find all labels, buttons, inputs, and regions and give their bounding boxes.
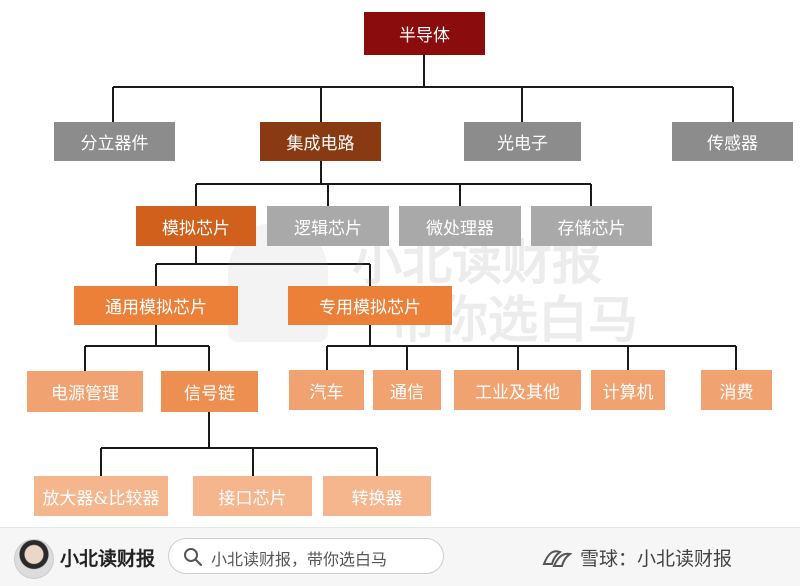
node-communication: 通信 (373, 370, 441, 410)
connector-lines (84, 55, 737, 476)
node-industrial-other: 工业及其他 (454, 370, 581, 410)
node-logic-chip: 逻辑芯片 (267, 206, 389, 246)
node-discrete-devices: 分立器件 (54, 122, 175, 161)
node-power-management: 电源管理 (27, 371, 143, 412)
node-integrated-circuit: 集成电路 (260, 122, 381, 161)
footer-brand[interactable]: 小北读财报 (60, 548, 156, 570)
node-sensors: 传感器 (672, 122, 793, 161)
node-analog-chip: 模拟芯片 (136, 206, 256, 246)
node-signal-chain: 信号链 (161, 371, 258, 412)
node-amplifier-comparator: 放大器&比较器 (34, 476, 168, 516)
node-general-analog: 通用模拟芯片 (74, 286, 238, 325)
node-memory-chip: 存储芯片 (531, 206, 652, 246)
node-microprocessor: 微处理器 (399, 206, 521, 246)
node-consumer: 消费 (701, 370, 772, 410)
node-interface-chip: 接口芯片 (193, 476, 312, 516)
platform-label: 雪球：小北读财报 (580, 548, 733, 570)
node-computer: 计算机 (591, 370, 665, 410)
search-box[interactable]: 小北读财报，带你选白马 (168, 538, 444, 574)
footer-bar: 小北读财报 小北读财报，带你选白马 雪球：小北读财报 (0, 527, 800, 586)
node-special-analog: 专用模拟芯片 (288, 286, 452, 325)
diagram-canvas: 小北读财报 带你选白马 半导体 分立器件 集成电路 光电子 传感器 模拟芯片 逻… (27, 12, 793, 516)
search-icon (183, 547, 203, 571)
node-optoelectronics: 光电子 (464, 122, 581, 161)
search-text: 小北读财报，带你选白马 (211, 550, 388, 569)
snowball-logo-icon (540, 542, 574, 576)
node-automotive: 汽车 (289, 370, 364, 410)
node-converter: 转换器 (323, 476, 431, 516)
node-semiconductor: 半导体 (364, 12, 485, 55)
avatar[interactable] (14, 539, 54, 579)
